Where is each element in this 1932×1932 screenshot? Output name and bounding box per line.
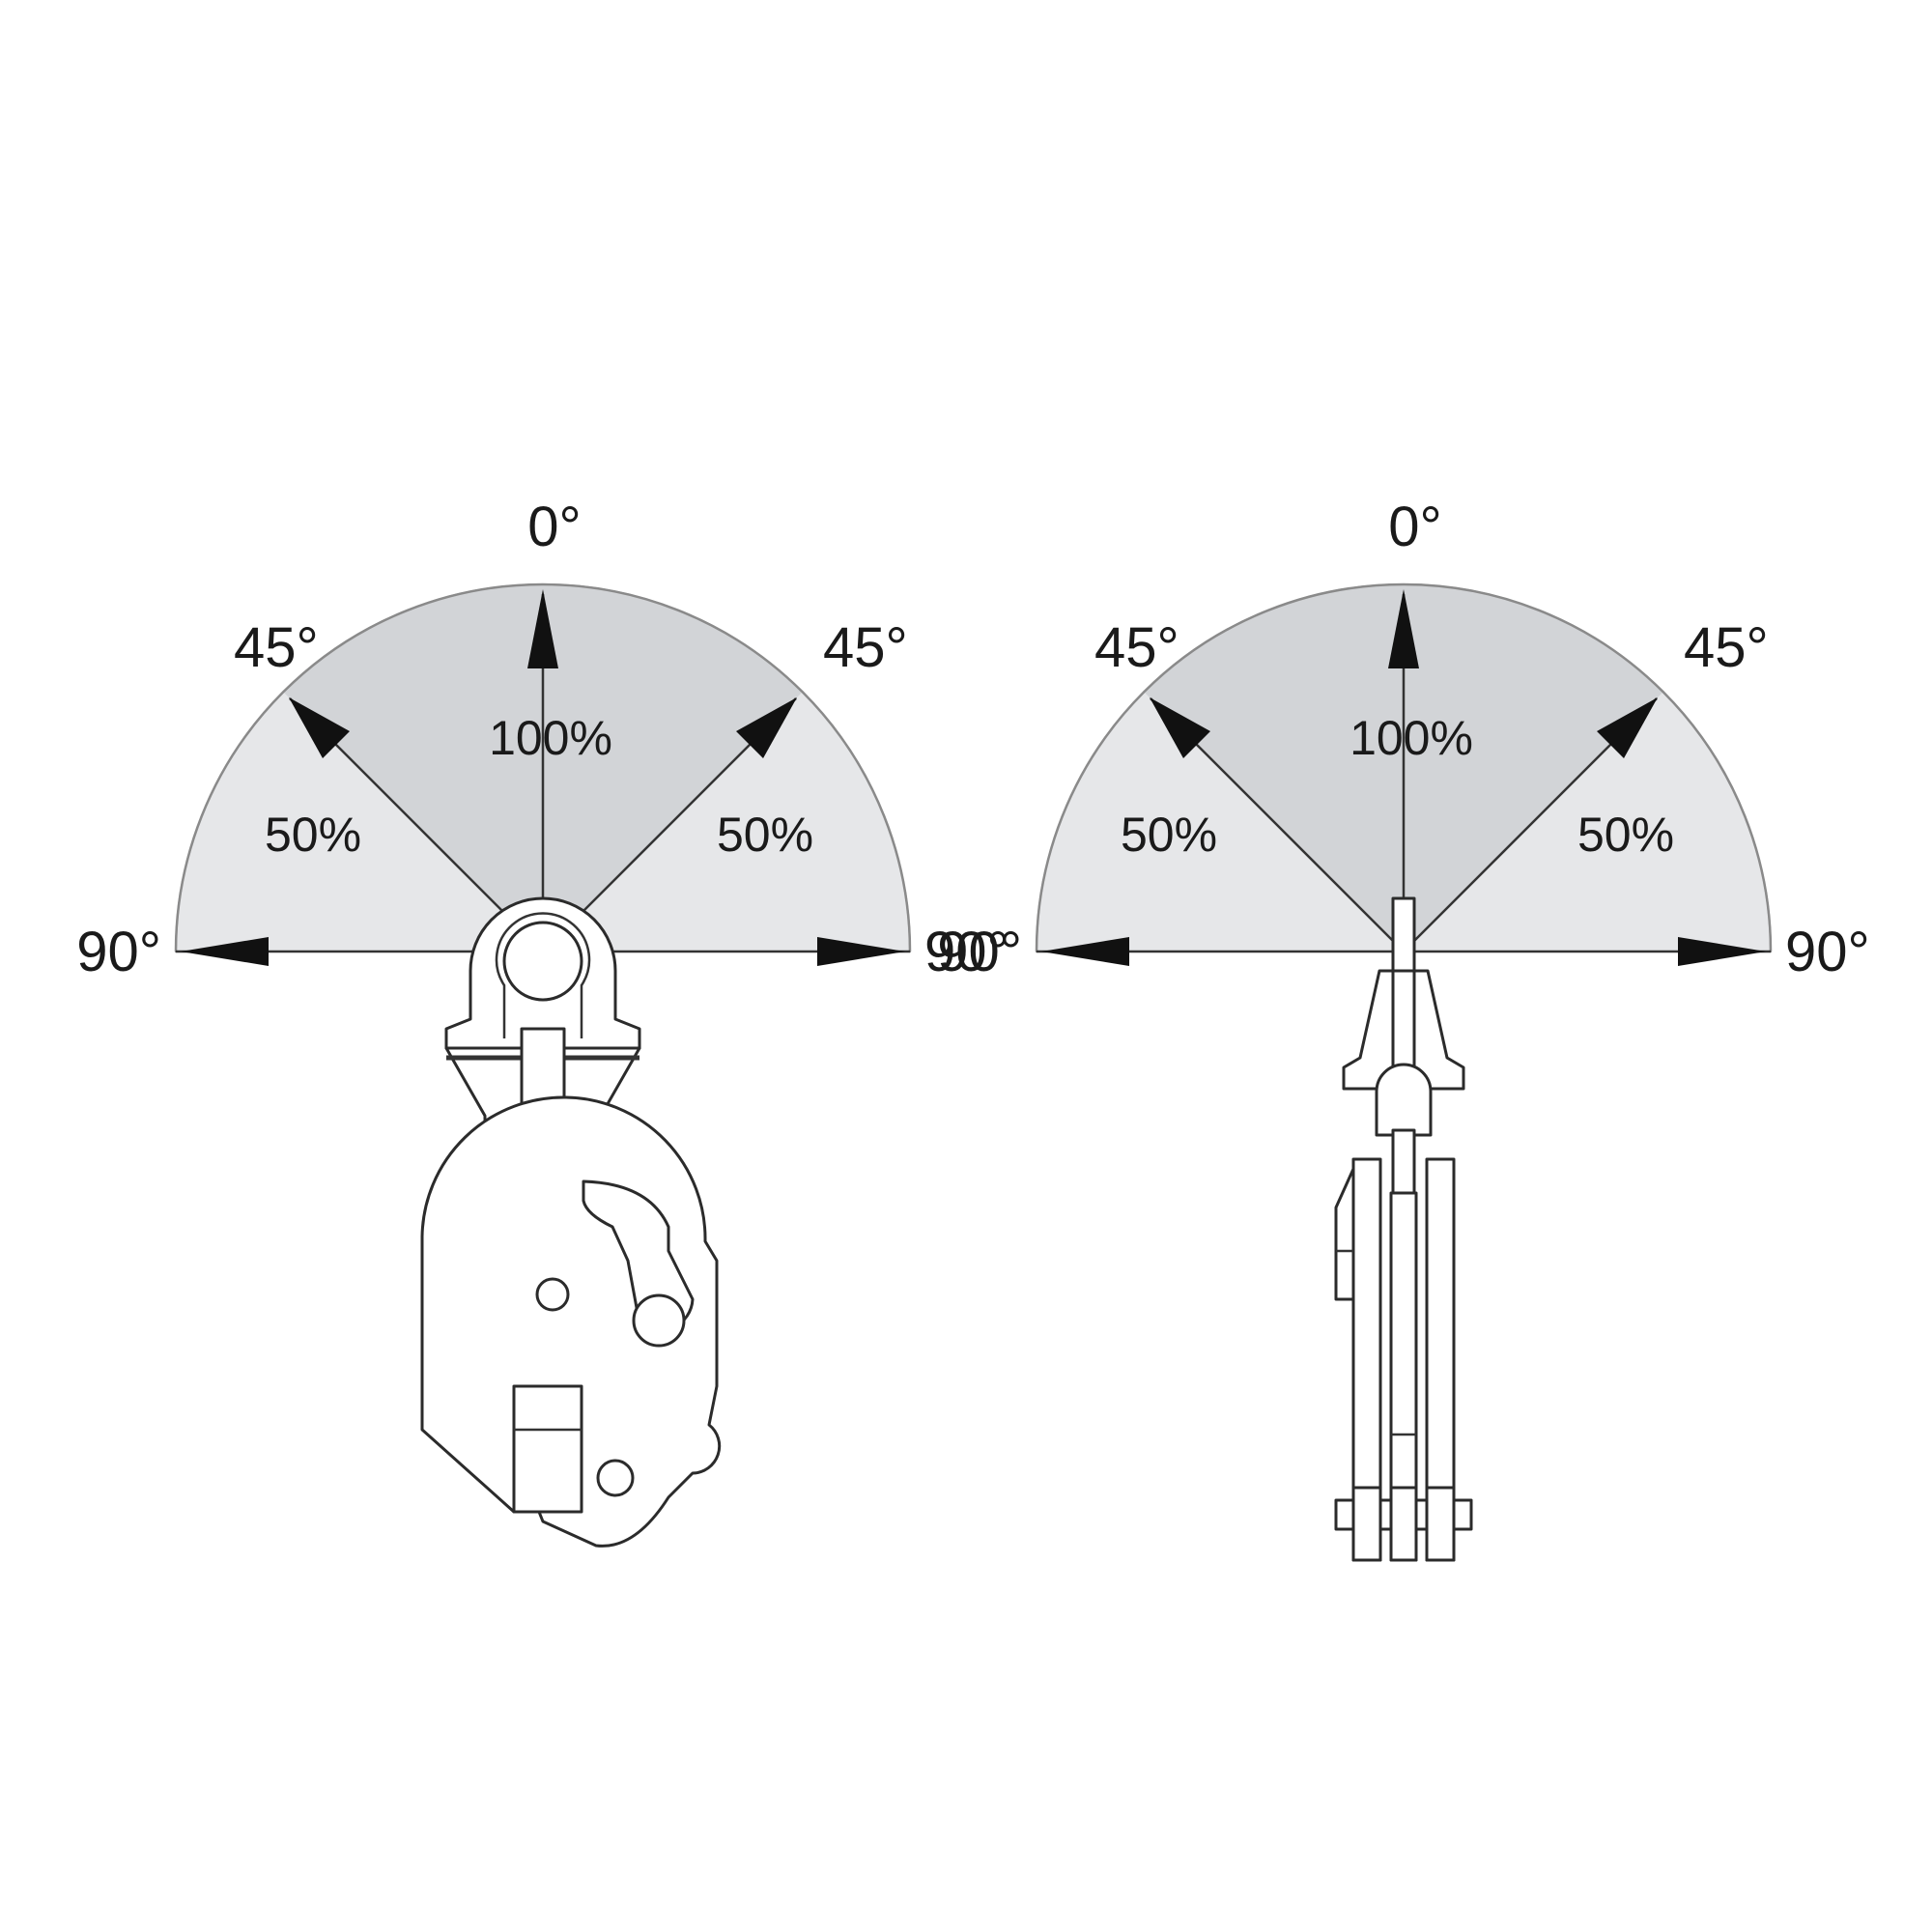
zone-label-100: 100% xyxy=(489,711,612,765)
angle-label-90-right: 90° xyxy=(1785,921,1870,983)
arrow-45-right-icon xyxy=(1597,697,1658,758)
plate-clamp-front-view xyxy=(422,898,720,1546)
angle-label-90-left: 90° xyxy=(937,921,1022,983)
plate-clamp-side-view xyxy=(1334,896,1473,1562)
angle-label-45-right: 45° xyxy=(823,616,908,679)
left-angle-diagram: 0° 45° 45° 90° 90° 100% 50% 50% xyxy=(76,496,1009,1546)
arrow-0-icon xyxy=(527,589,558,668)
arrow-90-left-icon xyxy=(181,937,269,966)
arrow-0-icon xyxy=(1388,589,1419,668)
angle-label-0: 0° xyxy=(527,496,581,558)
arrow-45-left-icon xyxy=(289,697,350,758)
angle-label-45-left: 45° xyxy=(1094,616,1179,679)
arrow-90-left-icon xyxy=(1041,937,1129,966)
angle-label-0: 0° xyxy=(1388,496,1441,558)
arrow-45-left-icon xyxy=(1150,697,1210,758)
zone-label-50-right: 50% xyxy=(717,808,813,862)
zone-label-100: 100% xyxy=(1350,711,1473,765)
zone-label-50-left: 50% xyxy=(265,808,361,862)
angle-label-90-right: 90° xyxy=(924,921,1009,983)
zone-label-50-right: 50% xyxy=(1577,808,1674,862)
arrow-90-right-icon xyxy=(1678,937,1766,966)
right-angle-diagram: 0° 45° 45° 90° 90° 100% 50% 50% xyxy=(937,496,1870,1562)
angle-label-45-left: 45° xyxy=(234,616,319,679)
zone-label-50-left: 50% xyxy=(1121,808,1217,862)
angle-label-45-right: 45° xyxy=(1684,616,1769,679)
arrow-90-right-icon xyxy=(817,937,905,966)
arrow-45-right-icon xyxy=(736,697,797,758)
angle-label-90-left: 90° xyxy=(76,921,161,983)
